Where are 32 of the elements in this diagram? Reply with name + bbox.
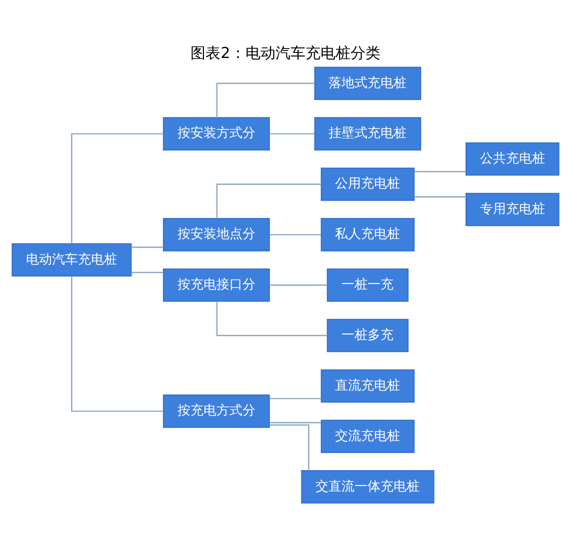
connector [270, 284, 328, 286]
connector [414, 196, 466, 198]
connector [216, 184, 322, 218]
node-box: 按安装地点分 [162, 218, 270, 252]
node-box: 公共充电桩 [466, 142, 560, 176]
connector [270, 398, 321, 400]
connector [270, 133, 315, 134]
connector [270, 234, 321, 236]
node-box: 交流充电桩 [320, 420, 415, 454]
node-box: 交直流一体充电桩 [301, 470, 434, 504]
node-box: 专用充电桩 [466, 192, 560, 226]
connector [71, 276, 164, 412]
connector [216, 301, 328, 336]
node-box: 落地式充电桩 [314, 66, 422, 100]
node-box: 挂壁式充电桩 [314, 117, 422, 150]
node-box: 公用充电桩 [320, 168, 415, 201]
node-box: 按安装方式分 [162, 117, 270, 150]
node-box: 一桩多充 [326, 318, 409, 352]
connector [216, 82, 315, 118]
connector [270, 424, 310, 471]
connector [270, 422, 321, 424]
node-box: 按充电接口分 [162, 268, 270, 302]
node-box: 私人充电桩 [320, 218, 415, 252]
connector [131, 272, 164, 274]
node-box: 一桩一充 [326, 268, 409, 302]
connector [71, 133, 164, 244]
diagram-title: 图表2：电动汽车充电桩分类 [190, 44, 380, 62]
connector [131, 246, 164, 248]
node-box: 按充电方式分 [162, 394, 270, 428]
node-box: 电动汽车充电桩 [12, 243, 132, 277]
node-box: 直流充电桩 [320, 369, 415, 403]
connector [414, 171, 466, 172]
